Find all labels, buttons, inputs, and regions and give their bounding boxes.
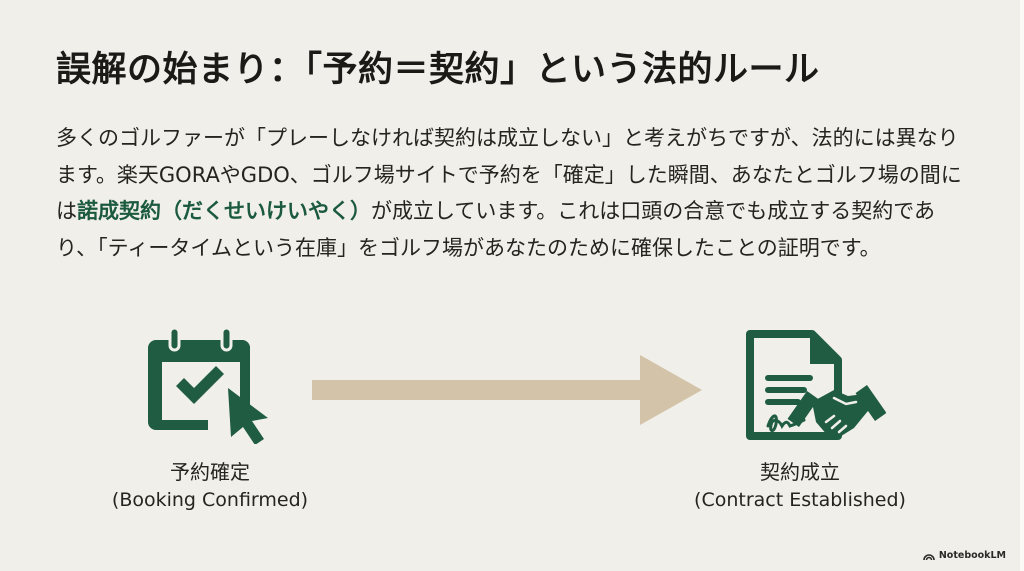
highlight-term: 諾成契約（だくせいけいやく） [77,199,371,223]
notebooklm-branding: NotebookLM [923,550,1006,561]
body-text-after: が成立しています。これは口頭の合意でも成立する契約であり、「ティータイムという在… [56,199,936,260]
contract-established-label: 契約成立 (Contract Established) [672,458,928,514]
right-arrow-icon [312,352,704,428]
slide-title: 誤解の始まり：「予約＝契約」という法的ルール [56,49,820,90]
body-paragraph: 多くのゴルファーが「プレーしなければ契約は成立しない」と考えがちですが、法的には… [56,120,976,266]
booking-confirmed-en: (Booking Confirmed) [111,489,309,511]
contract-established-en: (Contract Established) [694,489,906,511]
notebooklm-logo-icon [923,554,935,560]
booking-confirmed-label: 予約確定 (Booking Confirmed) [92,458,328,514]
calendar-check-cursor-icon [146,326,268,445]
notebooklm-label: NotebookLM [938,550,1006,561]
body-text-before: 多くのゴルファーが「プレーしなければ契約は成立しない」と考えがちですが、法的には… [56,126,962,223]
signed-contract-handshake-icon [742,326,887,448]
contract-established-jp: 契約成立 [760,460,840,484]
booking-confirmed-jp: 予約確定 [170,460,250,484]
